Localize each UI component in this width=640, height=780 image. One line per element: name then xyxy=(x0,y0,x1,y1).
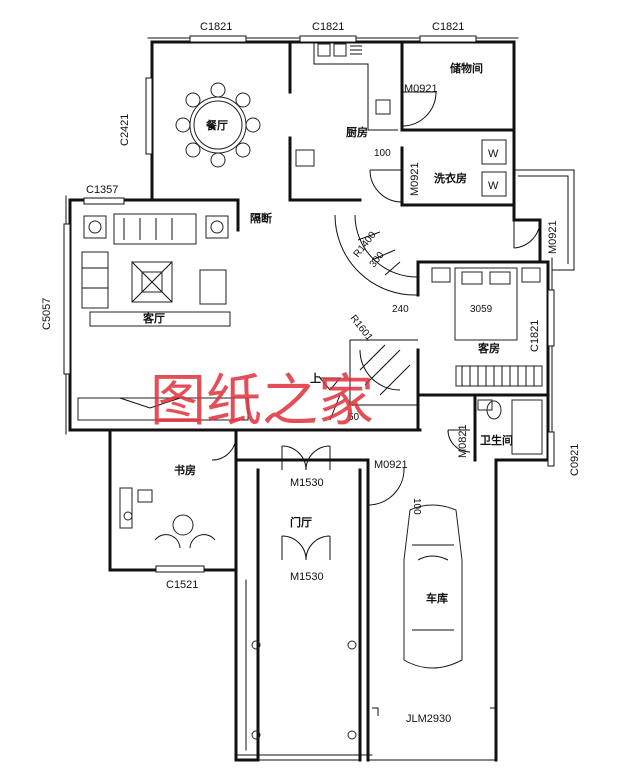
window-label-living-top: C1357 xyxy=(86,184,118,196)
room-label-bathroom: 卫生间 xyxy=(480,433,513,447)
window-label-dining-left: C2421 xyxy=(119,114,131,146)
room-label-foyer: 门厅 xyxy=(290,515,312,529)
watermark: 图纸之家 xyxy=(150,369,374,434)
doors xyxy=(211,91,541,716)
window-label-storage-top: C1821 xyxy=(432,21,464,33)
bathroom-fixtures xyxy=(477,399,543,455)
door-label-garage-inner: M0921 xyxy=(374,459,408,471)
dim-garage-door: 100 xyxy=(411,498,422,515)
kitchen-counter xyxy=(295,42,398,167)
door-label-laundry: M0921 xyxy=(409,162,421,196)
washers xyxy=(481,139,507,197)
dim-bed-size: 3059 xyxy=(470,304,493,315)
room-label-partition: 隔断 xyxy=(250,211,272,225)
door-label-foyer-outer: M1530 xyxy=(290,571,324,583)
room-label-dining: 餐厅 xyxy=(205,118,228,132)
door-label-bath: M0821 xyxy=(457,424,469,458)
window-label-study-bottom: C1521 xyxy=(166,579,198,591)
guest-bed xyxy=(431,267,543,387)
room-label-garage: 车库 xyxy=(426,591,448,605)
windows xyxy=(63,35,575,573)
door-label-garage: JLM2930 xyxy=(406,713,451,725)
dining-table xyxy=(175,82,261,168)
dim-kitchen-door: 100 xyxy=(374,148,391,159)
room-label-storage: 储物间 xyxy=(450,61,483,75)
window-label-bath-right: C0921 xyxy=(569,444,581,476)
study-desk xyxy=(119,487,216,549)
window-label-dining-top: C1821 xyxy=(200,21,232,33)
dim-stair-50: 50 xyxy=(348,412,360,423)
window-label-guest-right: C1821 xyxy=(529,320,541,352)
dim-stair-step-outer: 300 xyxy=(368,250,387,270)
dim-stair-step-inner: 240 xyxy=(392,304,409,315)
car-symbol xyxy=(403,504,463,669)
room-label-guest: 客房 xyxy=(477,341,500,355)
dim-stair-radius-inner: R1601 xyxy=(348,313,375,343)
living-sofa-set xyxy=(77,213,249,421)
room-label-living: 客厅 xyxy=(142,311,165,325)
stair-up-label: 上 xyxy=(310,371,321,385)
window-label-living-left: C5057 xyxy=(41,298,53,330)
door-label-side: M0921 xyxy=(547,220,559,254)
door-label-foyer-inner: M1530 xyxy=(290,477,324,489)
room-label-kitchen: 厨房 xyxy=(346,125,368,139)
window-label-kitchen-top: C1821 xyxy=(312,21,344,33)
door-label-storage: M0921 xyxy=(404,83,438,95)
foyer-columns xyxy=(251,640,357,740)
stairs xyxy=(318,214,419,421)
room-label-laundry: 洗衣房 xyxy=(434,171,467,185)
washer-mark-1: W xyxy=(488,148,499,160)
room-label-study: 书房 xyxy=(174,463,196,477)
washer-mark-2: W xyxy=(488,180,499,192)
interior-walls xyxy=(150,40,550,462)
